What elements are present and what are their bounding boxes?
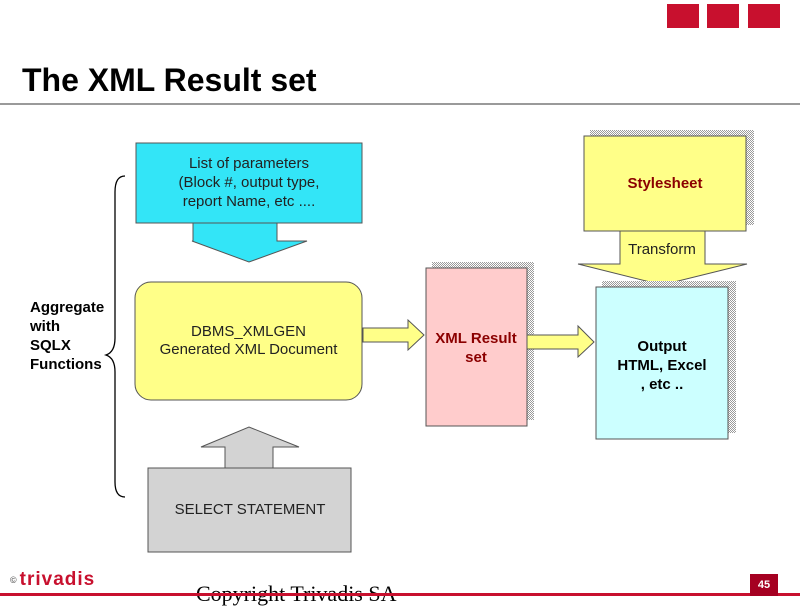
generator-text: DBMS_XMLGEN Generated XML Document	[135, 323, 362, 359]
select-statement-box	[147, 467, 352, 553]
logo-square-1-icon	[667, 4, 699, 28]
logo-wordmark: trivadis	[19, 569, 96, 590]
aggregate-line-4: Functions	[30, 356, 102, 373]
xml-result-line-2: set	[465, 349, 487, 366]
stylesheet-box	[583, 135, 747, 232]
parameters-line-1: List of parameters	[188, 155, 310, 172]
select-up-arrow	[200, 426, 300, 469]
aggregate-line-3: SQLX	[30, 337, 71, 354]
logo-square-2-icon	[707, 4, 739, 28]
aggregate-brace	[103, 175, 126, 498]
xml-result-text: XML Result set	[426, 329, 526, 367]
result-to-output-arrow	[526, 324, 595, 359]
aggregate-label: Aggregate with SQLX Functions	[30, 298, 120, 374]
transform-text: Transform	[628, 241, 696, 258]
slide-title: The XML Result set	[22, 62, 317, 98]
generator-box	[134, 281, 363, 401]
copyright-symbol: ©	[10, 574, 18, 585]
generator-line-1: DBMS_XMLGEN	[190, 323, 307, 340]
footer-divider	[0, 593, 800, 596]
output-line-1: Output	[637, 338, 687, 355]
xml-result-line-1: XML Result	[435, 330, 517, 347]
parameters-text: List of parameters (Block #, output type…	[136, 154, 362, 211]
aggregate-line-2: with	[30, 318, 60, 335]
trivadis-logo: ©trivadis	[10, 569, 95, 591]
xml-result-box	[425, 267, 528, 427]
stylesheet-text: Stylesheet	[627, 175, 703, 192]
parameters-line-3: report Name, etc ....	[182, 193, 316, 210]
parameters-line-2: (Block #, output type,	[178, 174, 320, 191]
output-text: Output HTML, Excel , etc ..	[596, 337, 728, 394]
transform-down-arrow	[577, 230, 748, 286]
select-statement-text: SELECT STATEMENT	[174, 501, 326, 518]
parameters-down-arrow	[191, 222, 308, 263]
output-box	[595, 286, 729, 440]
output-line-3: , etc ..	[640, 376, 684, 393]
aggregate-line-1: Aggregate	[30, 299, 105, 316]
output-line-2: HTML, Excel	[617, 357, 707, 374]
generator-line-2: Generated XML Document	[159, 341, 338, 358]
page-number-badge: 45	[750, 574, 778, 596]
title-divider	[0, 103, 800, 105]
generator-to-result-arrow	[362, 318, 425, 352]
brand-logo-strip	[667, 4, 780, 30]
logo-square-3-icon	[748, 4, 780, 28]
